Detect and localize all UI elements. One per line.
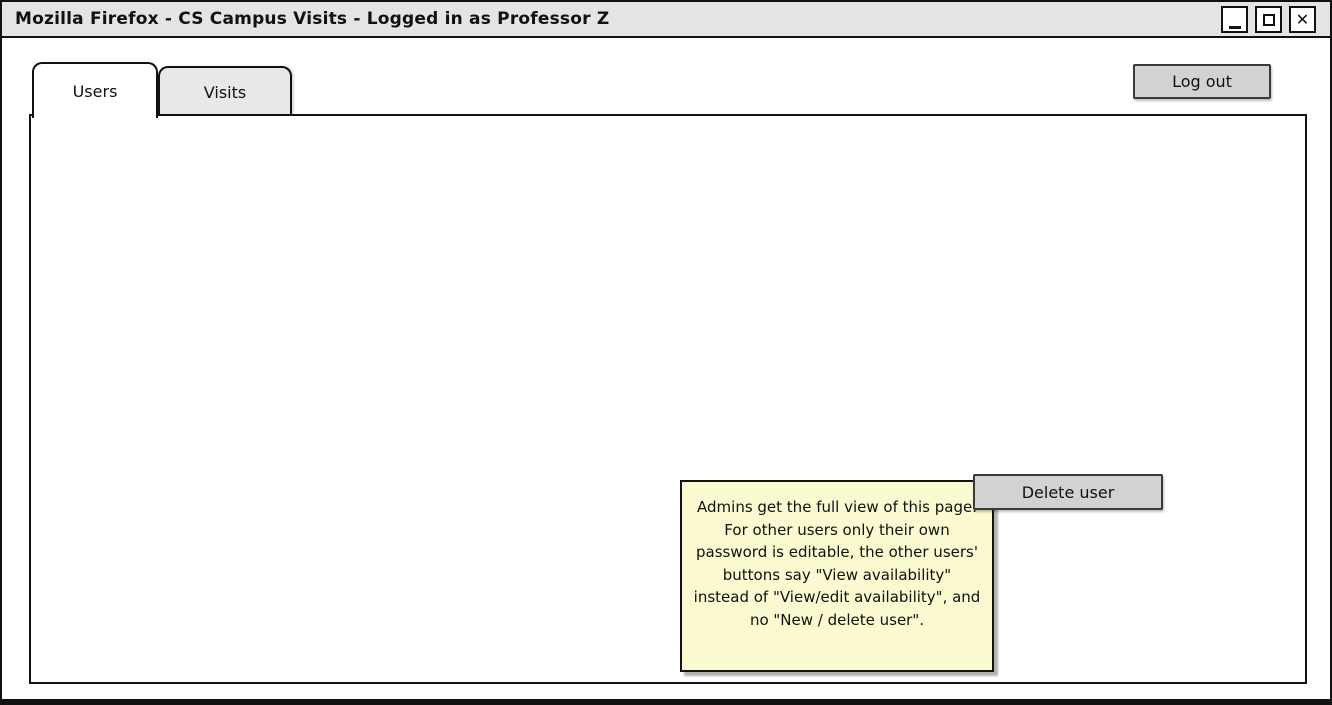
close-icon: ✕	[1295, 10, 1310, 29]
minimize-button[interactable]	[1221, 6, 1248, 33]
close-button[interactable]: ✕	[1289, 6, 1316, 33]
window-title: Mozilla Firefox - CS Campus Visits - Log…	[15, 9, 610, 29]
tab-visits-label: Visits	[203, 82, 247, 102]
admin-note: Admins get the full view of this page. F…	[680, 480, 994, 672]
logout-label: Log out	[1172, 72, 1232, 91]
users-panel	[29, 114, 1307, 684]
maximize-button[interactable]	[1255, 6, 1282, 33]
tab-visits[interactable]: Visits	[158, 66, 292, 116]
tab-users[interactable]: Users	[32, 62, 158, 118]
delete-user-button[interactable]: Delete user	[973, 474, 1163, 510]
delete-user-label: Delete user	[1021, 482, 1115, 502]
minimize-icon	[1228, 19, 1241, 29]
admin-note-text: Admins get the full view of this page. F…	[693, 498, 981, 629]
logout-button[interactable]: Log out	[1133, 64, 1271, 99]
tab-users-label: Users	[72, 81, 118, 101]
maximize-icon	[1262, 13, 1275, 26]
window-controls: ✕	[1221, 6, 1316, 33]
title-bar: Mozilla Firefox - CS Campus Visits - Log…	[2, 2, 1330, 38]
